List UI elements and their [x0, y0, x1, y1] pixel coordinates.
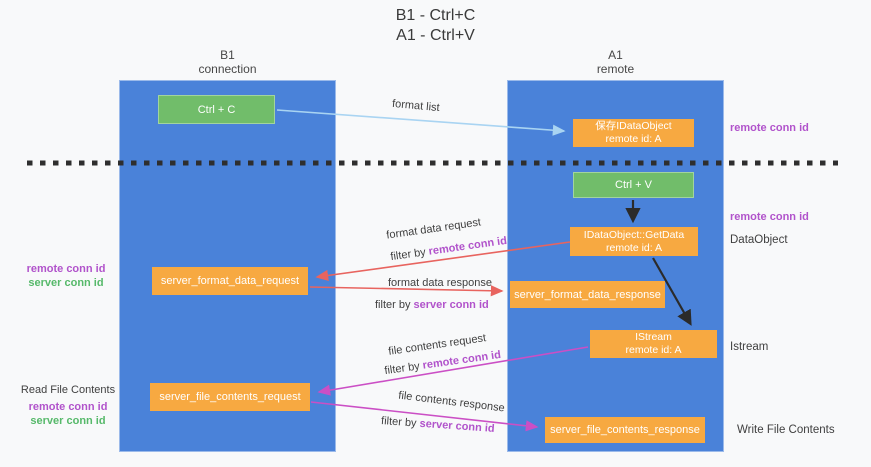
node-istream: IStream remote id: A — [590, 330, 717, 358]
server-conn-id-label: server conn id — [28, 277, 104, 289]
remote-conn-id-label: remote conn id — [26, 263, 106, 275]
server-conn-id-label: server conn id — [30, 415, 106, 427]
getdata-line1: IDataObject::GetData — [583, 228, 685, 241]
lifeline-b1-name: B1 — [220, 48, 235, 62]
label-format-data-request: format data request — [385, 216, 482, 242]
server-format-data-request-label: server_format_data_request — [160, 275, 300, 287]
remote-conn-id-label: remote conn id — [28, 401, 108, 413]
label-format-list: format list — [391, 97, 441, 115]
istream-label: Istream — [730, 341, 769, 353]
server-conn-id-text: server conn id — [413, 299, 489, 311]
write-file-contents-label: Write File Contents — [737, 424, 835, 436]
node-server-format-data-request: server_format_data_request — [152, 267, 308, 295]
node-server-format-data-response: server_format_data_response — [510, 281, 665, 308]
lifeline-b1-role: connection — [198, 62, 257, 76]
label-filter-remote-1: filter by remote conn id — [390, 235, 508, 263]
node-server-file-contents-response: server_file_contents_response — [545, 417, 705, 443]
filter-by-text: filter by — [380, 415, 417, 430]
server-file-contents-response-label: server_file_contents_response — [550, 424, 700, 436]
getdata-line2: remote id: A — [605, 241, 663, 254]
dataobject-label: DataObject — [730, 234, 788, 246]
node-server-file-contents-request: server_file_contents_request — [150, 383, 310, 411]
lifeline-header-a1: A1 remote — [507, 48, 724, 76]
istream-line1: IStream — [635, 331, 672, 343]
server-conn-id-text: server conn id — [419, 417, 496, 435]
node-saved-dataobject: 保存IDataObject remote id: A — [573, 119, 694, 147]
node-idataobject-getdata: IDataObject::GetData remote id: A — [570, 227, 698, 256]
label-filter-server-2: filter by server conn id — [381, 415, 495, 435]
label-filter-server-1: filter by server conn id — [375, 299, 489, 311]
read-file-contents-label: Read File Contents — [20, 384, 116, 396]
read-file-contents-stack: Read File Contents remote conn id server… — [16, 383, 120, 428]
istream-line2: remote id: A — [625, 344, 682, 356]
saved-dataobject-line2: remote id: A — [605, 133, 662, 145]
title-line-2: A1 - Ctrl+V — [396, 27, 475, 44]
filter-by-text: filter by — [389, 246, 427, 264]
title-line-1: B1 - Ctrl+C — [395, 7, 476, 24]
saved-dataobject-line1: 保存IDataObject — [595, 120, 672, 132]
diagram-title: B1 - Ctrl+C A1 - Ctrl+V — [0, 6, 871, 46]
server-file-contents-request-label: server_file_contents_request — [159, 391, 301, 403]
filter-by-text: filter by — [383, 360, 421, 378]
lifeline-a1-name: A1 — [608, 48, 623, 62]
ctrl-v-label: Ctrl + V — [615, 179, 652, 191]
remote-conn-id-text: remote conn id — [427, 234, 508, 258]
ctrl-c-label: Ctrl + C — [197, 103, 236, 116]
filter-by-text: filter by — [375, 299, 411, 311]
left-conn-id-stack: remote conn id server conn id — [20, 262, 112, 290]
remote-conn-id-text: remote conn id — [421, 348, 502, 372]
lifeline-header-b1: B1 connection — [119, 48, 336, 76]
node-ctrl-v: Ctrl + V — [573, 172, 694, 198]
server-format-data-response-label: server_format_data_response — [514, 288, 661, 301]
node-ctrl-c: Ctrl + C — [158, 95, 275, 124]
remote-conn-id-label: remote conn id — [730, 211, 809, 223]
label-file-contents-response: file contents response — [397, 389, 506, 415]
label-format-data-response: format data response — [388, 277, 492, 289]
remote-conn-id-label: remote conn id — [730, 122, 809, 134]
lifeline-a1-role: remote — [596, 62, 635, 76]
